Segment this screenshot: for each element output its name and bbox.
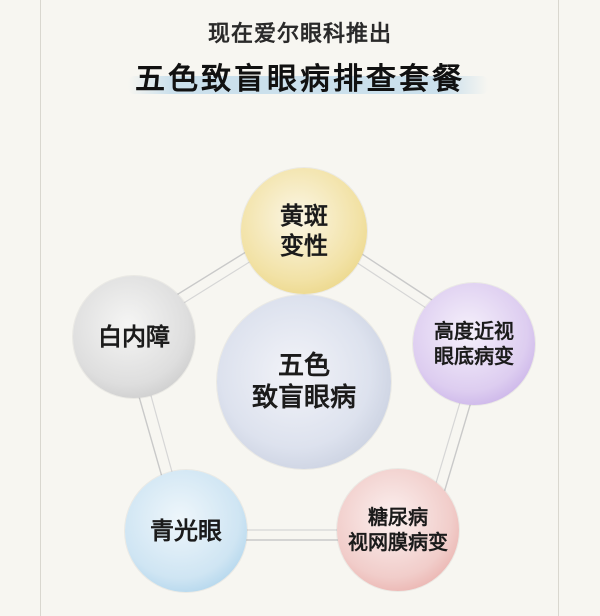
center-label: 致盲眼病 (251, 383, 356, 413)
node-cataract: 白内障 (73, 276, 195, 398)
node-diabetic-retinopathy: 糖尿病 视网膜病变 (337, 469, 459, 591)
node-label: 高度近视 (434, 319, 514, 343)
node-label: 视网膜病变 (348, 530, 448, 554)
header-title: 五色致盲眼病排查套餐 (135, 62, 465, 97)
node-label: 糖尿病 (368, 505, 428, 529)
frame-line-left (40, 0, 41, 616)
node-center: 五色 致盲眼病 (217, 295, 391, 469)
node-label: 变性 (280, 231, 328, 260)
title-highlight (128, 76, 488, 94)
node-label: 青光眼 (150, 516, 222, 545)
node-label: 黄斑 (280, 201, 328, 230)
header-subtitle: 现在爱尔眼科推出 (207, 22, 392, 47)
node-macular-degeneration: 黄斑 变性 (241, 168, 367, 294)
node-label: 眼底病变 (434, 344, 514, 368)
node-high-myopia: 高度近视 眼底病变 (413, 283, 535, 405)
node-glaucoma: 青光眼 (125, 470, 247, 592)
node-label: 白内障 (98, 322, 170, 351)
frame-line-right (558, 0, 559, 616)
center-label: 五色 (277, 350, 330, 381)
